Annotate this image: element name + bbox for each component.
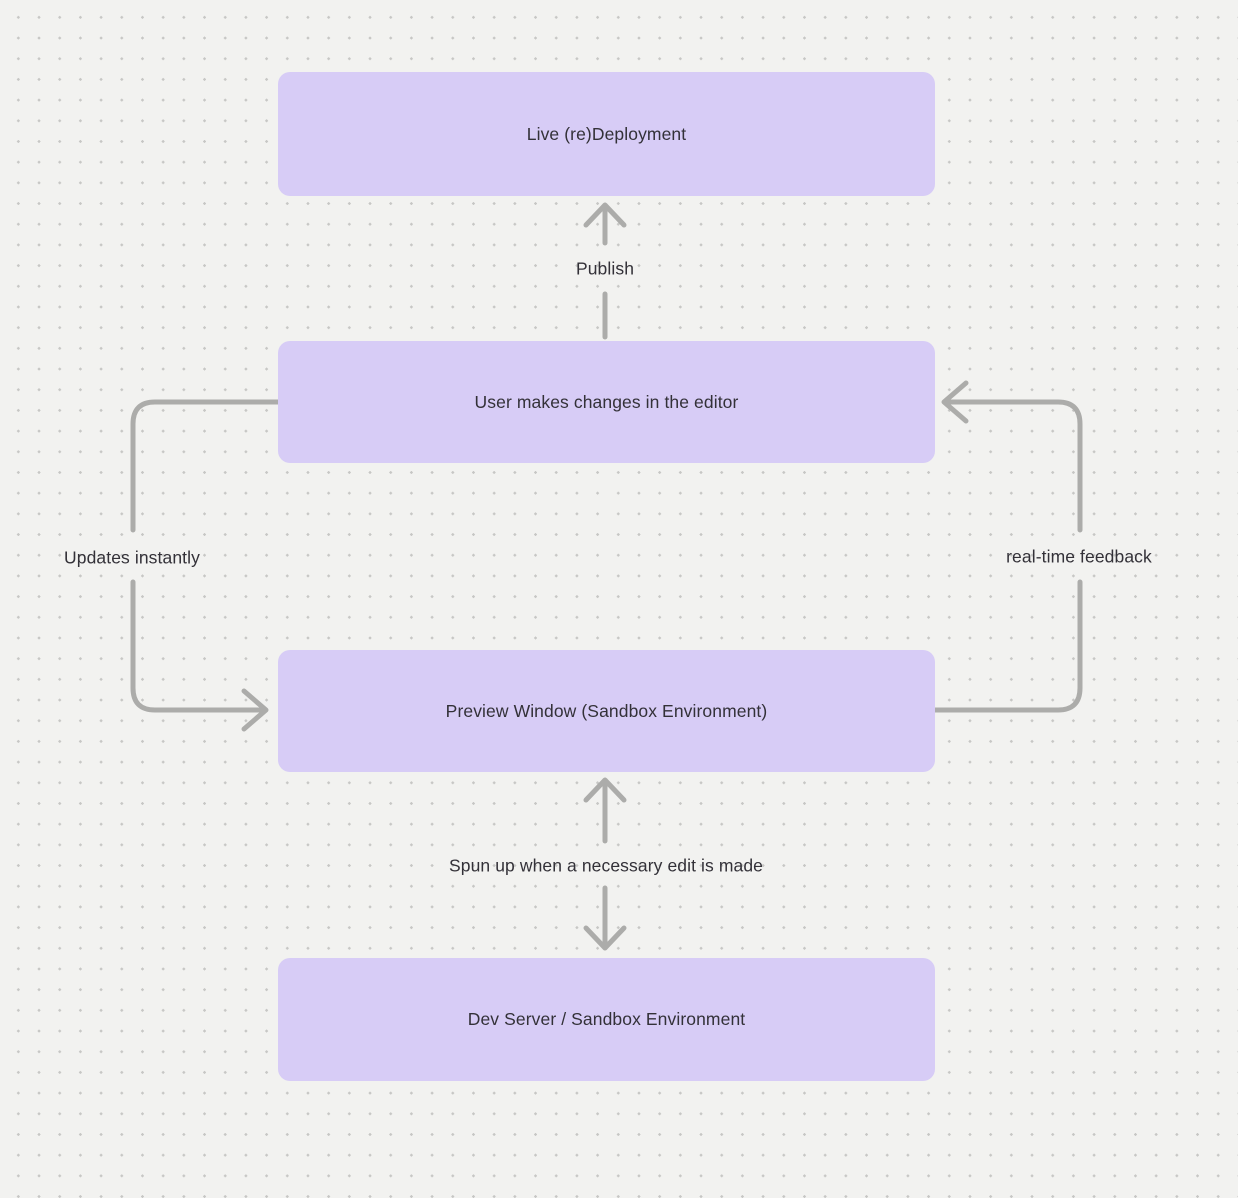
arrow-left-head-icon <box>941 380 969 424</box>
arrow-up-head-icon <box>583 777 627 803</box>
node-label: User makes changes in the editor <box>474 391 739 412</box>
arrow-line <box>130 579 263 713</box>
edge-label-updates-instantly[interactable]: Updates instantly <box>64 547 200 568</box>
edge-label-publish[interactable]: Publish <box>575 258 635 279</box>
arrow-up-head-icon <box>583 202 627 228</box>
arrow-right-head-icon <box>241 688 269 732</box>
node-label: Dev Server / Sandbox Environment <box>467 1009 746 1029</box>
node-preview-window[interactable]: Preview Window (Sandbox Environment) <box>278 650 935 772</box>
node-label: Preview Window (Sandbox Environment) <box>445 700 768 721</box>
arrow-line <box>130 399 281 533</box>
arrow-line <box>947 399 1083 533</box>
edge-label-real-time-feedback[interactable]: real-time feedback <box>1006 546 1152 567</box>
node-live-deployment[interactable]: Live (re)Deployment <box>278 72 935 196</box>
arrow-line <box>932 579 1083 713</box>
arrow-down-head-icon <box>583 925 627 951</box>
node-dev-server[interactable]: Dev Server / Sandbox Environment <box>278 958 935 1081</box>
node-label: Live (re)Deployment <box>526 123 687 144</box>
edge-label-spun-up[interactable]: Spun up when a necessary edit is made <box>448 855 764 876</box>
node-editor[interactable]: User makes changes in the editor <box>278 341 935 463</box>
